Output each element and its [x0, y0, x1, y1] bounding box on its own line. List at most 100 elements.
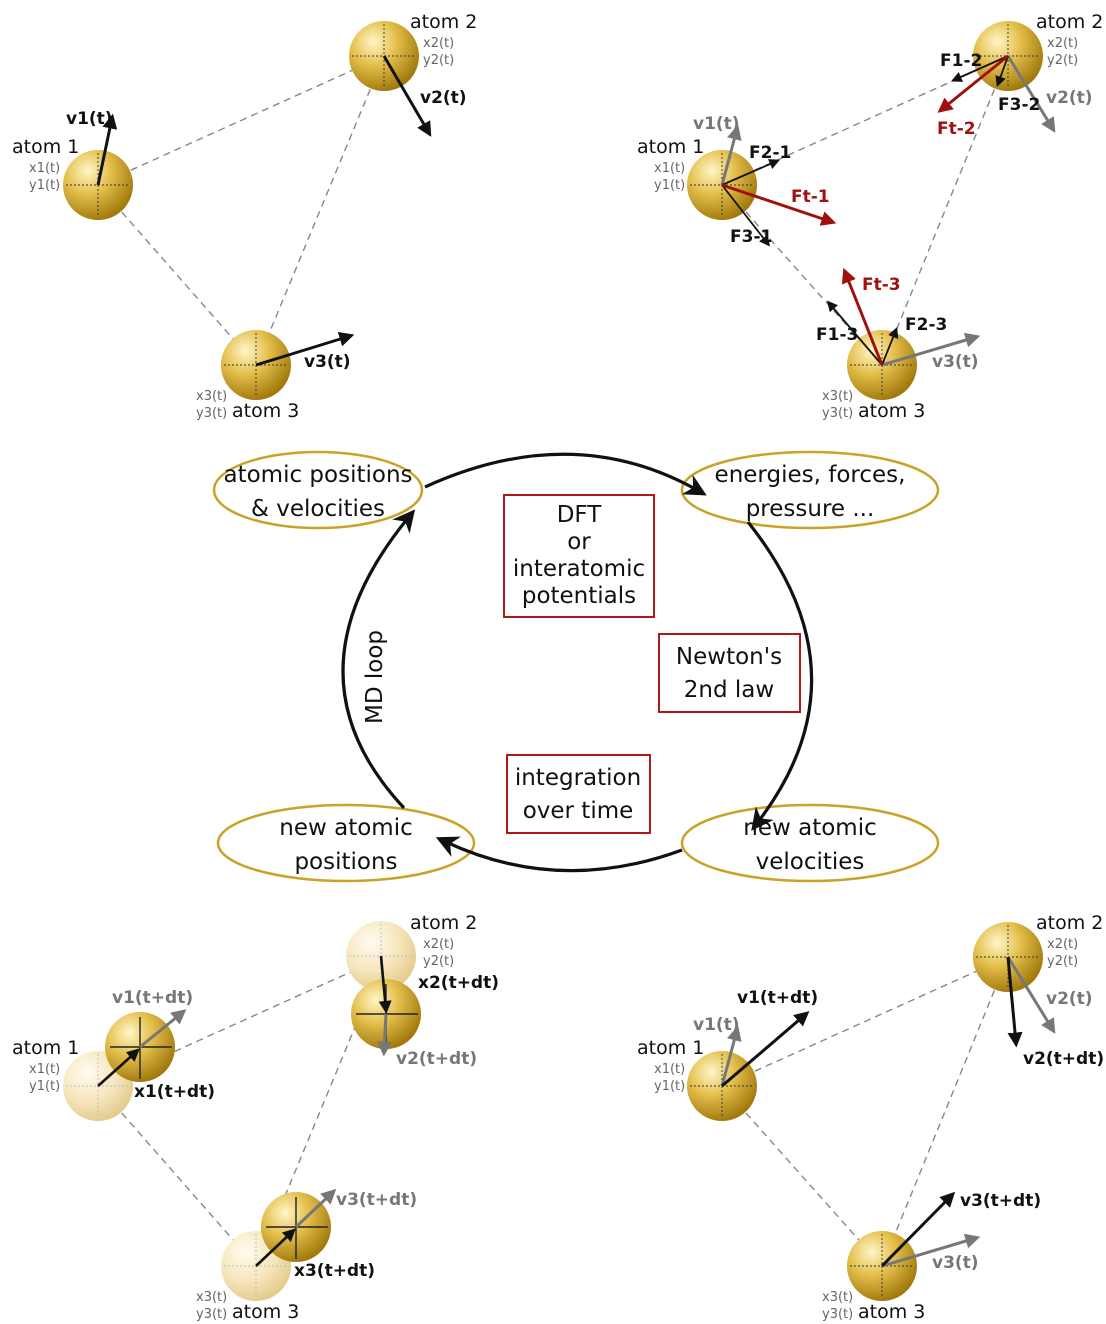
atom-2-y: y2(t) [423, 53, 454, 68]
loop-arrow-top [424, 452, 707, 496]
atom-1-y: y1(t) [654, 1079, 685, 1094]
dft-line4: potentials [522, 583, 636, 609]
dft-box [503, 494, 655, 618]
atom-1-label: atom 1 [12, 136, 79, 158]
md-loop: atomic positions & velocities energies, … [212, 450, 940, 883]
v2-new-label: v2(t+dt) [1023, 1049, 1104, 1069]
bond-lines [721, 956, 1009, 1267]
atom-3-label: atom 3 [232, 1301, 299, 1323]
v3-label: v3(t) [304, 352, 351, 372]
newton-line2: 2nd law [684, 677, 774, 703]
positions-velocities-line2: & velocities [251, 496, 385, 522]
atom-1-y: y1(t) [654, 178, 685, 193]
atom-3-x: x3(t) [196, 389, 227, 404]
f2-3-arrow [881, 326, 899, 366]
atom-3-y: y3(t) [196, 1307, 227, 1322]
atom-2-x: x2(t) [423, 937, 454, 952]
panel-top-left: atom 1 x1(t) y1(t) atom 2 x2(t) y2(t) x3… [12, 11, 477, 422]
atom-2-x: x2(t) [1047, 36, 1078, 51]
v3-new-label: v3(t+dt) [960, 1191, 1041, 1211]
atom-2-x: x2(t) [423, 36, 454, 51]
v3-old-arrow [881, 1233, 981, 1268]
new-velocities-line1: new atomic [743, 815, 876, 841]
f2-3-label: F2-3 [905, 315, 947, 335]
v2-label: v2(t) [420, 88, 467, 108]
loop-arrow-right [746, 521, 814, 831]
atom-2-label: atom 2 [410, 912, 477, 934]
positions-velocities-line1: atomic positions [223, 462, 412, 488]
v3-label: v3(t+dt) [336, 1190, 417, 1210]
atom-2-y: y2(t) [1047, 53, 1078, 68]
atom-1-y: y1(t) [29, 1079, 60, 1094]
atom-1-x: x1(t) [29, 161, 60, 176]
atom-3-y: y3(t) [196, 406, 227, 421]
v1-old-arrow [720, 1025, 742, 1087]
panel-top-right: atom 1 x1(t) y1(t) atom 2 x2(t) y2(t) x3… [637, 11, 1103, 422]
ft-1-label: Ft-1 [791, 187, 830, 207]
atom-1-y: y1(t) [29, 178, 60, 193]
new-velocities-node [680, 803, 940, 883]
x2-displacement-arrow [378, 955, 392, 1014]
dft-line1: DFT [557, 502, 603, 528]
v1-arrow [720, 124, 742, 186]
v3-old-label: v3(t) [932, 1253, 979, 1273]
atom-1-label: atom 1 [637, 1037, 704, 1059]
f1-2-arrow [951, 55, 1009, 82]
v1-new-label: v1(t+dt) [737, 988, 818, 1008]
v3-arrow [294, 1188, 337, 1229]
integration-line1: integration [515, 765, 641, 791]
ft-3-label: Ft-3 [862, 275, 901, 295]
x3-label: x3(t+dt) [294, 1261, 375, 1281]
v1-new-arrow [721, 1011, 810, 1088]
f3-1-arrow [721, 184, 770, 247]
atom-3-y: y3(t) [822, 406, 853, 421]
v2-old-arrow [1006, 956, 1056, 1034]
atom-1-x: x1(t) [29, 1062, 60, 1077]
integration-box [506, 754, 651, 834]
atom-1-x: x1(t) [654, 1062, 685, 1077]
f3-2-label: F3-2 [998, 95, 1040, 115]
f1-3-arrow [826, 300, 883, 366]
v2-new-arrow [1006, 956, 1023, 1048]
v2-old-label: v2(t) [1046, 989, 1093, 1009]
v1-arrow [139, 1009, 187, 1049]
newton-box [658, 633, 801, 713]
loop-arrow-bottom [435, 836, 683, 873]
atom-3-x: x3(t) [822, 1290, 853, 1305]
md-loop-label: MD loop [362, 630, 388, 724]
new-positions-node [216, 803, 476, 883]
v3-arrow [255, 331, 355, 367]
f2-1-label: F2-1 [749, 143, 791, 163]
atom-3-label: atom 3 [232, 400, 299, 422]
v2-label: v2(t) [1046, 88, 1093, 108]
ft-2-label: Ft-2 [937, 119, 976, 139]
integration-line2: over time [523, 798, 634, 824]
new-positions-line1: new atomic [279, 815, 412, 841]
atom-2-label: atom 2 [1036, 11, 1103, 33]
ft-3-arrow [841, 267, 884, 366]
energies-forces-line1: energies, forces, [715, 462, 906, 488]
v2-arrow [377, 1013, 393, 1057]
atom-2-label: atom 2 [1036, 912, 1103, 934]
f3-2-arrow [995, 55, 1009, 88]
bond-lines [97, 55, 385, 366]
v1-label: v1(t+dt) [112, 988, 193, 1008]
v2-arrow [382, 55, 432, 137]
loop-arrow-left [341, 509, 416, 810]
f1-2-label: F1-2 [940, 51, 982, 71]
atom-2-x: x2(t) [1047, 937, 1078, 952]
atom-1-label: atom 1 [12, 1037, 79, 1059]
atom-3-y: y3(t) [822, 1307, 853, 1322]
dft-line2: or [567, 529, 591, 555]
x2-label: x2(t+dt) [418, 973, 499, 993]
energies-forces-line2: pressure ... [746, 496, 875, 522]
x3-displacement-arrow [255, 1228, 296, 1267]
panel-bottom-right: atom 1 x1(t) y1(t) atom 2 x2(t) y2(t) x3… [637, 912, 1104, 1323]
atom-3-x: x3(t) [196, 1290, 227, 1305]
v1-old-label: v1(t) [693, 1015, 740, 1035]
v1-arrow [96, 113, 118, 186]
atom-3-label: atom 3 [858, 400, 925, 422]
new-positions-line2: positions [294, 849, 397, 875]
atom-1-x: x1(t) [654, 161, 685, 176]
